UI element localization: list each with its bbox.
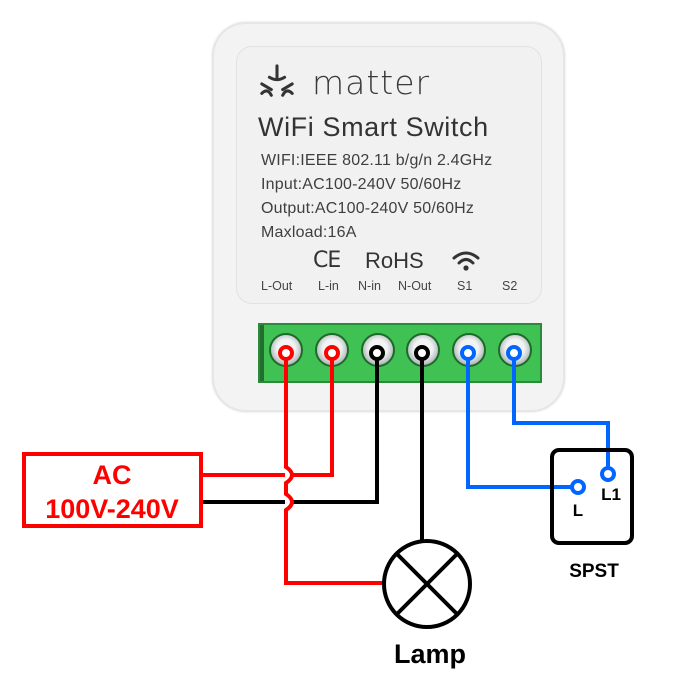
spec-output: Output:AC100-240V 50/60Hz [261,200,475,217]
ac-source-line2: 100V-240V [45,494,179,524]
wire-s2 [512,353,610,470]
switch-label-l: L [573,501,583,520]
rohs-mark: RoHS [365,248,424,273]
product-title: WiFi Smart Switch [258,112,489,142]
smart-switch-label-panel [236,46,542,304]
terminal-dot-s1 [460,345,476,361]
terminal-label-l-in: L-in [318,279,339,293]
wire-l-in [291,353,334,477]
terminal-label-n-out: N-Out [398,279,432,293]
wire-l-out [284,353,384,585]
switch-terminal-l [570,479,586,495]
spec-wifi: WIFI:IEEE 802.11 b/g/n 2.4GHz [261,152,493,169]
spec-input: Input:AC100-240V 50/60Hz [261,176,462,193]
terminal-label-s2: S2 [502,279,518,293]
wifi-icon [452,251,480,271]
terminal-dot-n-out [414,345,430,361]
switch-label-l1: L1 [601,485,621,504]
brand-name: matter [312,62,431,102]
ac-source-box [22,452,203,528]
brand-header: matter [258,60,430,104]
lamp-symbol-icon [382,539,472,629]
terminal-dot-l-out [278,345,294,361]
terminal-label-s1: S1 [457,279,473,293]
terminal-label-l-out: L-Out [261,279,293,293]
lamp-label: Lamp [394,639,466,669]
wire-n-in [291,353,379,504]
terminal-dot-l-in [324,345,340,361]
matter-logo-icon [260,64,294,97]
terminal-dot-n-in [369,345,385,361]
spec-maxload: Maxload:16A [261,224,357,241]
spst-label: SPST [569,561,619,582]
terminal-block [258,323,542,383]
terminal-dot-s2 [506,345,522,361]
switch-terminal-l1 [600,466,616,482]
ce-mark: CE [313,248,341,273]
spst-switch-box [550,448,634,545]
ac-source-line1: AC [93,460,132,490]
terminal-label-n-in: N-in [358,279,381,293]
wire-s1 [466,353,573,489]
